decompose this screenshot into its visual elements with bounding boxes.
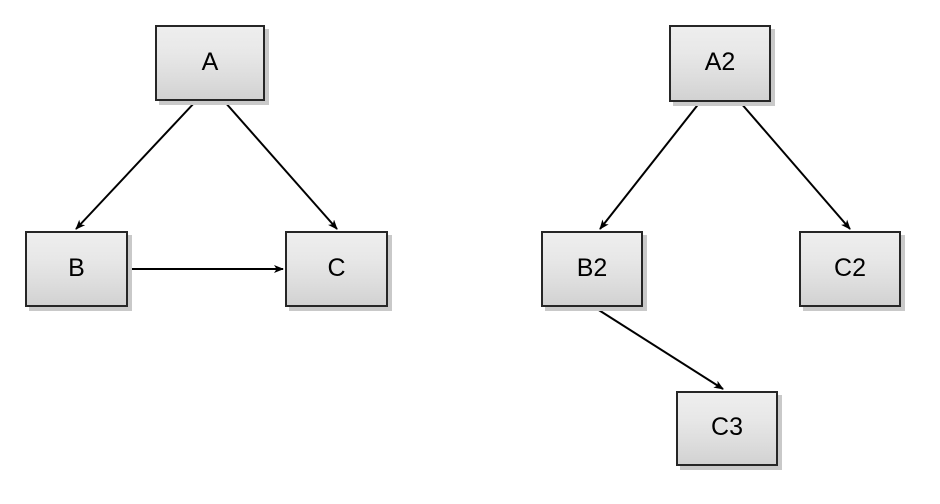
edge-a-to-b <box>75 100 197 230</box>
node-b2[interactable]: B2 <box>541 231 643 307</box>
node-a-label: A <box>201 47 219 76</box>
node-b-label: B <box>68 253 85 282</box>
node-b2-label: B2 <box>576 253 608 282</box>
edge-b2-to-c3 <box>593 306 724 390</box>
node-a[interactable]: A <box>155 25 265 101</box>
node-c2-label: C2 <box>834 253 866 282</box>
node-c2[interactable]: C2 <box>799 231 901 307</box>
edge-a2-to-b2 <box>599 101 701 230</box>
edge-a2-to-c2 <box>739 101 851 230</box>
node-b[interactable]: B <box>25 231 128 307</box>
node-a2[interactable]: A2 <box>669 25 771 102</box>
node-c3[interactable]: C3 <box>676 391 778 466</box>
node-c[interactable]: C <box>285 231 388 307</box>
node-c-label: C <box>327 253 346 282</box>
node-c3-label: C3 <box>711 413 743 441</box>
node-a2-label: A2 <box>704 48 736 76</box>
edge-a-to-c <box>223 100 338 230</box>
